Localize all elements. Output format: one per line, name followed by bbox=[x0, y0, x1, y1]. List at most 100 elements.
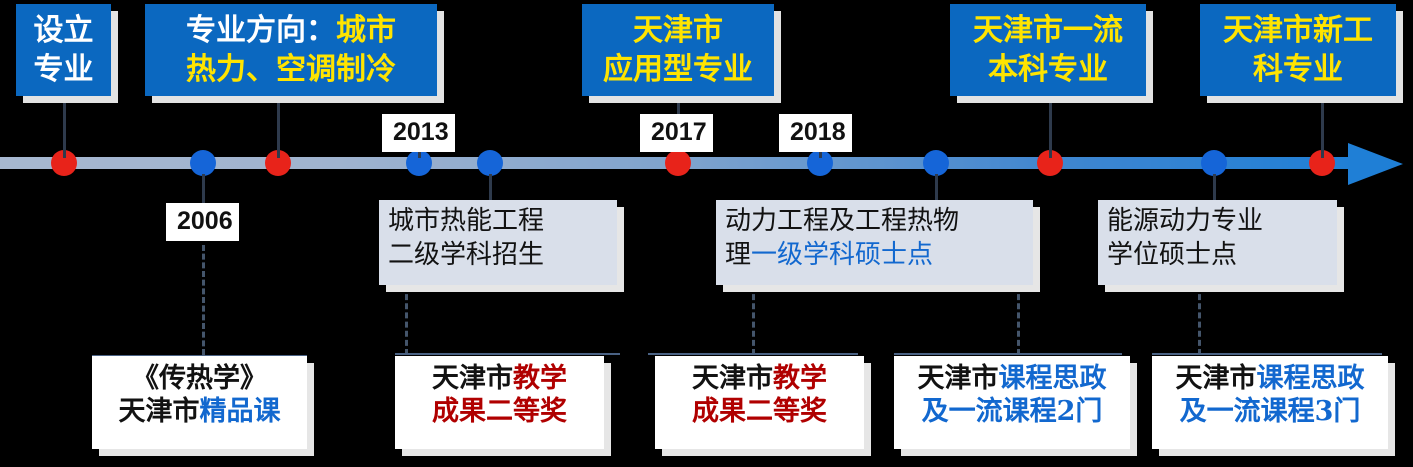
card-text-span: 城市 bbox=[336, 14, 396, 48]
card-text-span: 应用型专业 bbox=[603, 52, 753, 86]
card-text-span: 天津市 bbox=[432, 363, 513, 394]
card-text-span: 课程思政 bbox=[1256, 363, 1365, 394]
card-text-span: 设立 bbox=[33, 14, 94, 48]
card-text-line: 热力、空调制冷 bbox=[186, 51, 396, 89]
bottom-card-curriculum-ideology-3[interactable]: 天津市课程思政及一流课程3门 bbox=[1152, 356, 1388, 449]
timeline-dot-5 bbox=[477, 150, 503, 176]
card-text-line: 专业 bbox=[34, 51, 94, 89]
rail-5 bbox=[1152, 353, 1382, 355]
card-text-line: 学位硕士点 bbox=[1107, 239, 1328, 273]
card-text-line: 天津市课程思政 bbox=[1162, 363, 1378, 396]
connector-mid-2 bbox=[935, 174, 938, 200]
top-card-establish-major[interactable]: 设立专业 bbox=[16, 4, 111, 96]
connector-top-5 bbox=[1321, 96, 1324, 158]
card-text-line: 《传热学》 bbox=[102, 363, 297, 396]
card-text-line: 天津市教学 bbox=[405, 363, 594, 396]
card-text-line: 天津市一流 bbox=[973, 12, 1123, 50]
year-chip-2006: 2006 bbox=[166, 203, 239, 241]
connector-year-2006 bbox=[202, 174, 205, 206]
mid-card-energy-power-master[interactable]: 能源动力专业学位硕士点 bbox=[1098, 200, 1337, 285]
rail-4 bbox=[894, 353, 1122, 355]
card-text-span: 课程思政 bbox=[998, 363, 1107, 394]
connector-dash-5 bbox=[1198, 285, 1201, 355]
card-text-line: 成果二等奖 bbox=[405, 396, 594, 429]
connector-dash-4 bbox=[1017, 285, 1020, 355]
card-text-span: 成果二等奖 bbox=[432, 395, 567, 427]
mid-card-urban-thermal-energy[interactable]: 城市热能工程二级学科招生 bbox=[379, 200, 617, 285]
card-text-line: 能源动力专业 bbox=[1107, 205, 1328, 239]
card-text-span: 天津市 bbox=[1175, 363, 1257, 394]
card-text-span: 及一流课程2门 bbox=[921, 395, 1103, 427]
card-text-span: 专业 bbox=[33, 52, 94, 86]
card-text-span: 天津市 bbox=[692, 363, 773, 394]
card-text-span: 天津市 bbox=[633, 14, 723, 48]
year-chip-2013: 2013 bbox=[382, 114, 455, 152]
connector-mid-1 bbox=[489, 174, 492, 200]
connector-top-4 bbox=[1049, 96, 1052, 158]
timeline-dot-8 bbox=[923, 150, 949, 176]
timeline-dot-6 bbox=[665, 150, 691, 176]
bottom-card-teaching-award-1[interactable]: 天津市教学成果二等奖 bbox=[395, 356, 604, 449]
timeline-arrow-head-icon bbox=[1348, 143, 1403, 185]
card-text-line: 天津市教学 bbox=[665, 363, 854, 396]
card-text-span: 专业方向： bbox=[186, 14, 336, 48]
card-text-span: 一级学科硕士点 bbox=[751, 239, 934, 270]
card-text-line: 应用型专业 bbox=[603, 51, 753, 89]
mid-card-power-engineering-master[interactable]: 动力工程及工程热物理一级学科硕士点 bbox=[716, 200, 1033, 285]
bottom-card-teaching-award-2[interactable]: 天津市教学成果二等奖 bbox=[655, 356, 864, 449]
card-text-line: 动力工程及工程热物 bbox=[725, 205, 1024, 239]
connector-dash-2 bbox=[405, 285, 408, 355]
card-text-line: 及一流课程2门 bbox=[904, 396, 1120, 429]
card-text-line: 本科专业 bbox=[988, 51, 1108, 89]
card-text-span: 学位硕士点 bbox=[1107, 239, 1238, 270]
card-text-line: 理一级学科硕士点 bbox=[725, 239, 1024, 273]
bottom-card-curriculum-ideology-2[interactable]: 天津市课程思政及一流课程2门 bbox=[894, 356, 1130, 449]
bottom-card-heat-transfer-course[interactable]: 《传热学》天津市精品课 bbox=[92, 356, 307, 449]
card-text-span: 动力工程及工程热物 bbox=[725, 206, 960, 236]
card-text-span: 二级学科招生 bbox=[388, 239, 545, 270]
card-text-line: 二级学科招生 bbox=[388, 239, 608, 273]
card-text-span: 天津市新工 bbox=[1223, 14, 1373, 48]
card-text-span: 精品课 bbox=[199, 395, 281, 427]
connector-top-2 bbox=[277, 96, 280, 158]
card-text-line: 天津市 bbox=[633, 12, 723, 50]
card-text-span: 天津市 bbox=[118, 395, 200, 427]
top-card-tianjin-applied-major[interactable]: 天津市应用型专业 bbox=[582, 4, 774, 96]
card-text-line: 及一流课程3门 bbox=[1162, 396, 1378, 429]
card-text-span: 《传热学》 bbox=[132, 363, 267, 394]
year-chip-2017: 2017 bbox=[640, 114, 713, 152]
timeline-dot-2 bbox=[190, 150, 216, 176]
connector-top-3 bbox=[677, 96, 680, 118]
card-text-line: 科专业 bbox=[1253, 51, 1343, 89]
connector-dash-3 bbox=[752, 285, 755, 355]
card-text-line: 设立 bbox=[34, 12, 94, 50]
card-text-span: 教学 bbox=[773, 363, 827, 394]
top-card-major-direction[interactable]: 专业方向：城市热力、空调制冷 bbox=[145, 4, 437, 96]
card-text-span: 成果二等奖 bbox=[692, 395, 827, 427]
card-text-line: 专业方向：城市 bbox=[186, 12, 396, 50]
card-text-span: 科专业 bbox=[1253, 52, 1343, 86]
card-text-span: 理 bbox=[725, 239, 752, 270]
card-text-line: 城市热能工程 bbox=[388, 205, 608, 239]
top-card-tianjin-first-class-undergrad[interactable]: 天津市一流本科专业 bbox=[950, 4, 1146, 96]
rail-2 bbox=[395, 353, 620, 355]
card-text-span: 教学 bbox=[513, 363, 567, 394]
card-text-span: 及一流课程3门 bbox=[1179, 395, 1361, 427]
connector-dash-1 bbox=[202, 245, 205, 355]
connector-top-1 bbox=[63, 96, 66, 158]
card-text-span: 城市热能工程 bbox=[388, 206, 545, 236]
card-text-span: 天津市一流 bbox=[973, 14, 1123, 48]
card-text-span: 热力、空调制冷 bbox=[186, 52, 396, 86]
card-text-line: 天津市精品课 bbox=[102, 396, 297, 429]
card-text-span: 本科专业 bbox=[988, 52, 1108, 86]
card-text-line: 天津市课程思政 bbox=[904, 363, 1120, 396]
rail-3 bbox=[648, 353, 858, 355]
card-text-span: 天津市 bbox=[917, 363, 999, 394]
year-chip-2018: 2018 bbox=[779, 114, 852, 152]
card-text-line: 成果二等奖 bbox=[665, 396, 854, 429]
timeline-dot-10 bbox=[1201, 150, 1227, 176]
card-text-span: 能源动力专业 bbox=[1107, 206, 1264, 236]
top-card-tianjin-new-engineering[interactable]: 天津市新工科专业 bbox=[1200, 4, 1396, 96]
connector-mid-3 bbox=[1213, 174, 1216, 200]
